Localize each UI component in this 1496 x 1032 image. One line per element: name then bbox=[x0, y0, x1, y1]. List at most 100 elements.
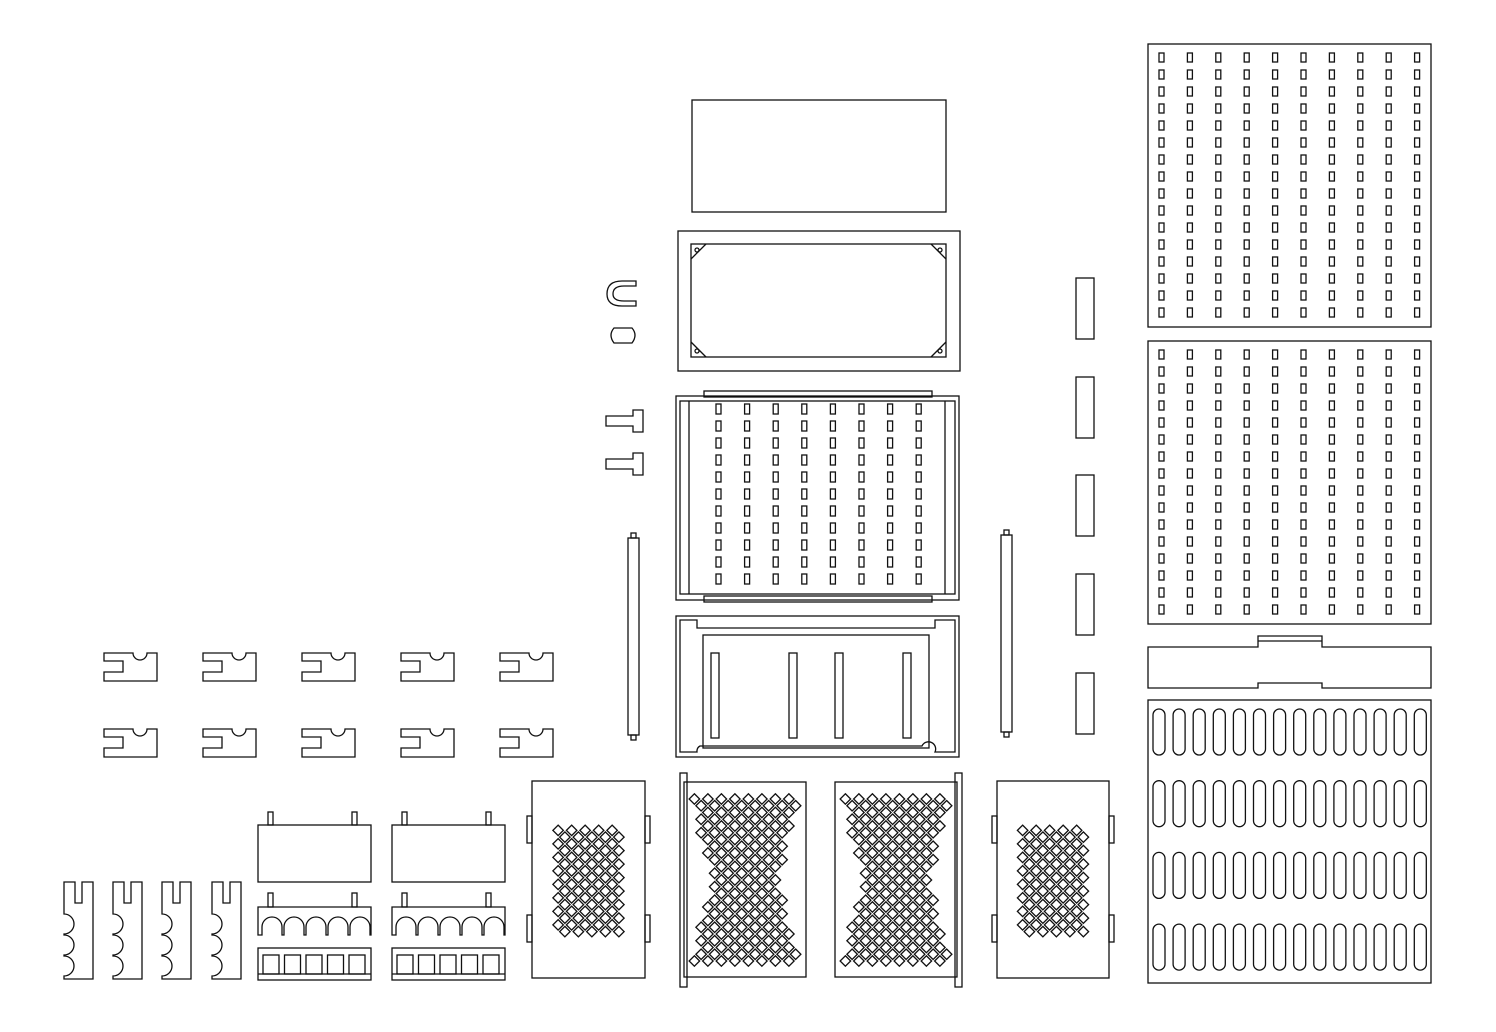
mesh-diamond bbox=[565, 864, 578, 878]
slot-panel-slot bbox=[1186, 383, 1194, 394]
mesh-diamond bbox=[1016, 837, 1029, 851]
mesh-diamond bbox=[769, 819, 782, 833]
mesh-diamond bbox=[775, 907, 789, 920]
tray-slot bbox=[829, 522, 837, 534]
mesh-diamond bbox=[612, 911, 626, 925]
mesh-diamond bbox=[769, 806, 782, 819]
slot-panel-slot bbox=[1385, 587, 1392, 598]
oval-slot bbox=[1172, 708, 1186, 756]
mesh-diamond bbox=[1077, 857, 1090, 871]
slot-panel-slot bbox=[1243, 468, 1250, 479]
slot-panel-slot bbox=[1357, 366, 1364, 377]
mesh-diamond bbox=[1043, 851, 1056, 864]
mesh-diamond bbox=[1070, 864, 1083, 878]
slot-panel-slot bbox=[1186, 536, 1194, 547]
mesh-diamond bbox=[708, 921, 721, 934]
mesh-diamond bbox=[1036, 911, 1050, 925]
mesh-diamond bbox=[1070, 891, 1083, 905]
mesh-diamond bbox=[1043, 878, 1056, 891]
oval-slot bbox=[1293, 780, 1307, 828]
mesh-diamond bbox=[1023, 898, 1036, 911]
slot-panel-slot bbox=[1385, 205, 1392, 216]
mesh-diamond bbox=[585, 830, 599, 844]
mesh-diamond bbox=[933, 941, 947, 954]
slot-panel-slot bbox=[1215, 434, 1222, 445]
mesh-diamond bbox=[585, 884, 599, 898]
mesh-diamond bbox=[762, 853, 775, 866]
mesh-diamond bbox=[755, 860, 769, 873]
mesh-diamond bbox=[599, 884, 612, 898]
mesh-diamond bbox=[721, 948, 735, 961]
slot-panel-slot bbox=[1413, 587, 1421, 598]
mesh-diamond bbox=[694, 948, 708, 961]
tray-inner bbox=[679, 400, 956, 595]
box-inner-panel bbox=[702, 634, 930, 749]
tray-slot bbox=[915, 403, 922, 415]
mesh-diamond bbox=[845, 934, 859, 947]
oval-panel-outer bbox=[1147, 699, 1432, 984]
mesh-diamond bbox=[721, 921, 735, 934]
mesh-diamond bbox=[859, 948, 872, 961]
slot-panel-slot bbox=[1413, 188, 1421, 199]
mesh-tab bbox=[526, 815, 533, 844]
slot-panel-slot bbox=[1243, 519, 1250, 530]
slot-panel-slot bbox=[1328, 587, 1336, 598]
mesh-diamond bbox=[742, 927, 755, 941]
slot-panel-slot bbox=[1186, 307, 1194, 318]
mesh-diamond bbox=[755, 806, 769, 819]
slot-panel-slot bbox=[1328, 103, 1336, 114]
tray-slot bbox=[858, 522, 865, 534]
holder-side bbox=[257, 824, 372, 883]
slot-panel-slot bbox=[1300, 485, 1307, 496]
mesh-diamond bbox=[558, 884, 572, 898]
slot-panel-slot bbox=[1186, 120, 1194, 131]
tray-slot bbox=[715, 403, 722, 415]
mesh-diamond bbox=[1016, 824, 1029, 837]
slot-panel-slot bbox=[1215, 417, 1222, 428]
oval-slot bbox=[1192, 708, 1206, 756]
slot-panel-slot bbox=[1186, 570, 1194, 581]
mesh-diamond bbox=[728, 900, 742, 914]
mesh-diamond bbox=[1029, 878, 1043, 891]
slot-panel-slot bbox=[1300, 383, 1307, 394]
mesh-diamond bbox=[762, 948, 775, 961]
slot-panel-slot bbox=[1385, 468, 1392, 479]
holder-arch-piece bbox=[257, 906, 372, 936]
mesh-diamond bbox=[762, 826, 775, 839]
tray-slot bbox=[715, 488, 722, 500]
mesh-diamond bbox=[920, 900, 933, 914]
mesh-diamond bbox=[906, 792, 920, 806]
mesh-diamond bbox=[769, 873, 782, 887]
mesh-diamond bbox=[605, 878, 619, 891]
tray-slot bbox=[829, 437, 837, 449]
mesh-diamond bbox=[735, 894, 748, 907]
mesh-diamond bbox=[859, 867, 872, 880]
slot-panel-slot bbox=[1215, 587, 1222, 598]
slot-panel-slot bbox=[1158, 137, 1165, 148]
mesh-diamond bbox=[748, 907, 762, 920]
tray-slot bbox=[829, 471, 837, 483]
mesh-diamond bbox=[920, 914, 933, 927]
mesh-diamond bbox=[782, 941, 796, 954]
slot-panel-slot bbox=[1300, 366, 1307, 377]
tray-slot bbox=[743, 556, 751, 568]
mesh-diamond bbox=[558, 871, 572, 884]
mesh-side-panel bbox=[991, 780, 1115, 979]
slot-panel-slot bbox=[1413, 553, 1421, 564]
mesh-diamond bbox=[735, 934, 748, 947]
oval-slot bbox=[1293, 708, 1307, 756]
slot-panel-slot bbox=[1243, 222, 1250, 233]
mesh-diamond bbox=[742, 941, 755, 954]
slot-panel-slot bbox=[1385, 400, 1392, 411]
mesh-diamond bbox=[893, 819, 906, 833]
tray-slot bbox=[743, 522, 751, 534]
slot-panel-slot bbox=[1186, 451, 1194, 462]
mesh-diamond bbox=[735, 948, 748, 961]
slot-panel-slot bbox=[1385, 273, 1392, 284]
slot-panel-slot bbox=[1186, 103, 1194, 114]
mesh-diamond bbox=[1023, 871, 1036, 884]
slot-panel-slot bbox=[1158, 188, 1165, 199]
slot-panel-slot bbox=[1328, 604, 1336, 615]
mesh-diamond bbox=[879, 900, 893, 914]
slot-panel-slot bbox=[1385, 604, 1392, 615]
